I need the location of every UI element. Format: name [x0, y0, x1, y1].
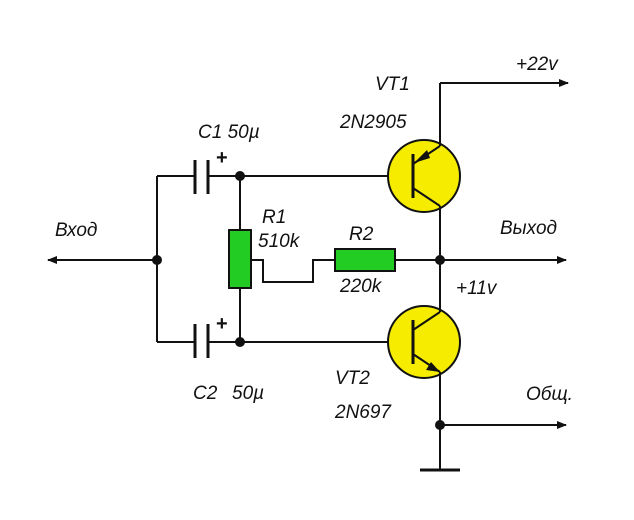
vt1-emitter-arrow [414, 150, 430, 163]
vt2-body [387, 305, 461, 379]
supply-mid-label: +11v [456, 278, 498, 299]
transistor-vt2 [387, 260, 461, 470]
c1-label: C1 50µ [198, 122, 260, 143]
r2-name-label: R2 [349, 224, 374, 245]
vt2-collector [412, 311, 441, 331]
r2-value-label: 220k [339, 276, 383, 297]
c2-r1-junction-dot [235, 337, 245, 347]
transistor-vt1 [387, 83, 461, 260]
common-junction-dot [435, 420, 445, 430]
supply-top-label: +22v [516, 54, 559, 75]
c2-value-label: 50µ [232, 383, 264, 404]
input-junction-dot [152, 255, 162, 265]
resistor-r2 [334, 248, 440, 272]
resistor-r1 [228, 176, 335, 342]
output-label: Выход [500, 218, 557, 239]
vt1-collector [412, 187, 441, 207]
c1-r1-junction-dot [235, 171, 245, 181]
vt2-name-label: VT2 [335, 368, 370, 389]
r1-value-label: 510k [258, 231, 301, 252]
c2-polarity: + [216, 313, 228, 335]
r2-body [334, 248, 396, 272]
r1-wiper-wire [251, 259, 335, 283]
vt1-part-label: 2N2905 [339, 112, 407, 133]
common-label: Общ. [526, 384, 573, 405]
r1-name-label: R1 [262, 207, 286, 228]
vt2-part-label: 2N697 [334, 402, 392, 423]
vt2-emitter-arrow [426, 362, 440, 372]
c1-polarity: + [216, 147, 228, 169]
r1-body [228, 229, 252, 289]
input-label: Вход [55, 220, 97, 241]
vt1-body [387, 139, 461, 213]
vt1-name-label: VT1 [375, 74, 410, 95]
c2-name-label: C2 [193, 383, 218, 404]
